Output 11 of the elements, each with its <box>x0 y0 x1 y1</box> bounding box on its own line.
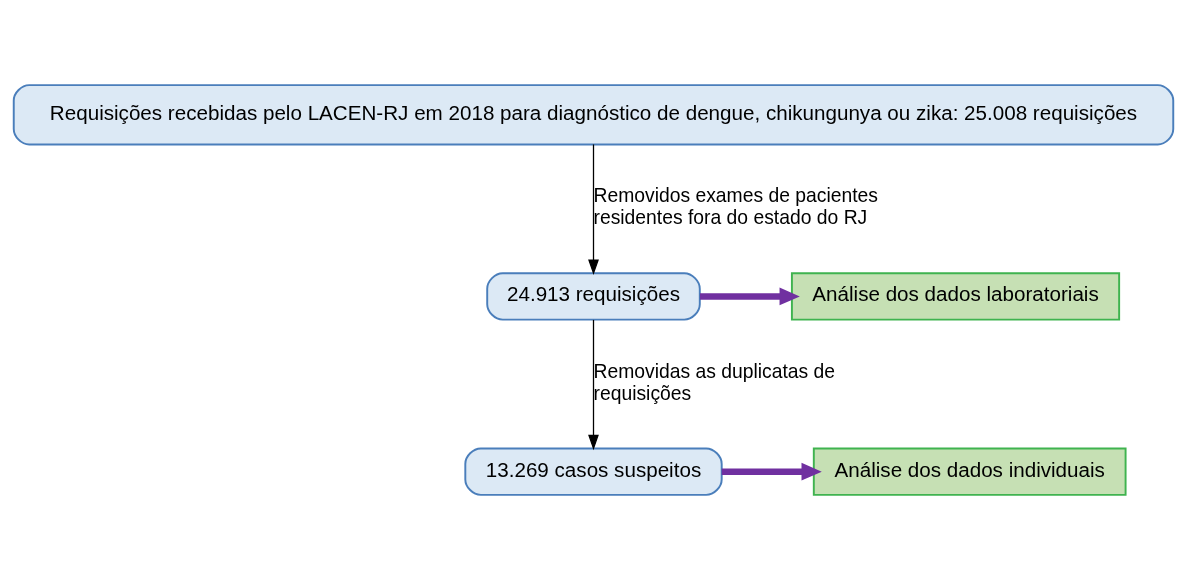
node-box: Análise dos dados individuais <box>812 447 1127 496</box>
node-box: Análise dos dados laboratoriais <box>790 272 1121 321</box>
arrow <box>721 462 822 481</box>
node-box: Requisições recebidas pelo LACEN-RJ em 2018 para diagnóstico de dengue, chikungunya ou zika: 25.008 requisições <box>12 84 1175 146</box>
edge-label: Removidas as duplicatas de requisições <box>593 360 836 404</box>
edge-label: Removidos exames de pacientes residentes fora do estado do RJ <box>593 185 878 229</box>
arrow <box>699 287 800 306</box>
node-box: 24.913 requisições <box>486 272 701 321</box>
arrow <box>588 319 599 451</box>
arrow <box>588 143 599 276</box>
node-box: 13.269 casos suspeitos <box>464 447 723 496</box>
